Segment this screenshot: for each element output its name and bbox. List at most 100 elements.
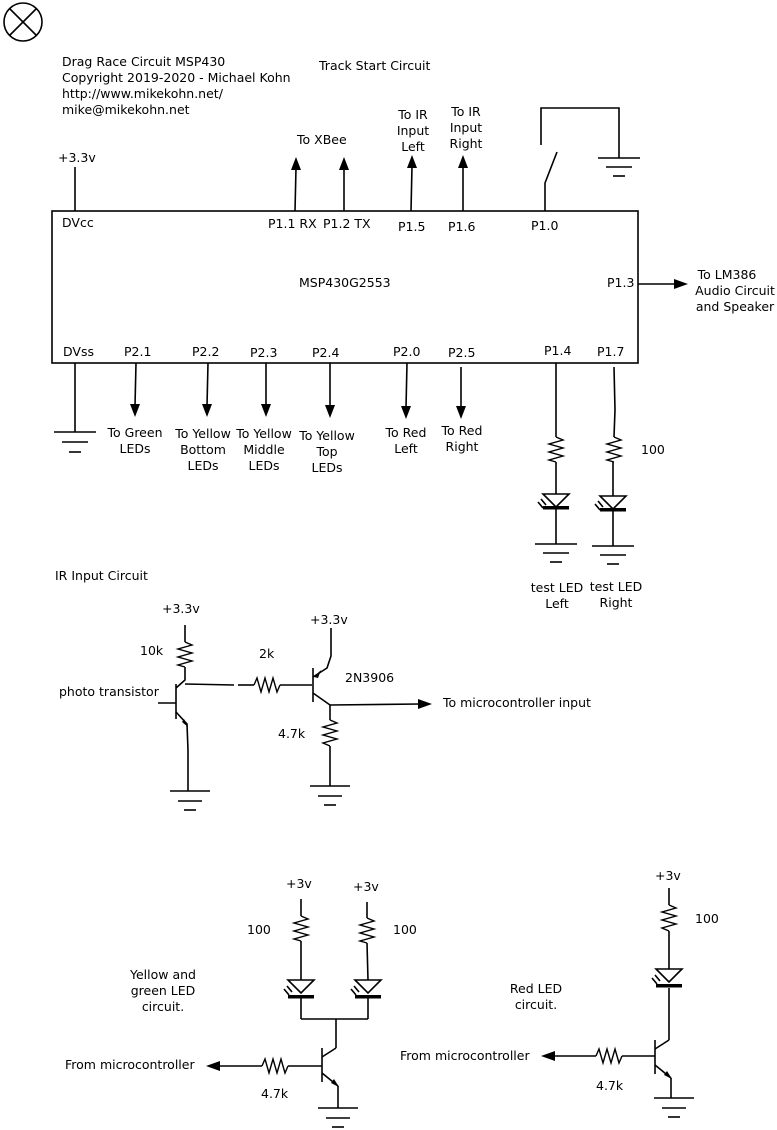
- pin-p14: P1.4: [544, 343, 571, 358]
- p23-arrow-icon: [261, 404, 271, 417]
- p25-arrow-icon: [456, 406, 466, 419]
- ir-input-circuit: [158, 625, 432, 811]
- pin-p12: P1.2 TX: [323, 216, 371, 231]
- yg-vcc-a-label: +3v: [286, 876, 312, 891]
- pin-p10: P1.0: [531, 218, 558, 233]
- pin-dvcc: DVcc: [62, 215, 94, 230]
- yellow-bottom-label-2: Bottom: [180, 442, 226, 457]
- test-right-label-2: Right: [600, 595, 633, 610]
- test-led-right-circuit: [592, 366, 634, 565]
- p15-arrow-icon: [407, 155, 417, 168]
- track-start-title: Track Start Circuit: [318, 58, 431, 73]
- test-right-label-1: test LED: [590, 579, 642, 594]
- ir-left-label-2: Input: [397, 123, 429, 138]
- header-line-1: Drag Race Circuit MSP430: [62, 54, 225, 69]
- red-vcc-label: +3v: [655, 868, 681, 883]
- photo-transistor-label: photo transistor: [59, 684, 160, 699]
- yg-res-a-label: 100: [247, 922, 271, 937]
- chip-name: MSP430G2553: [299, 275, 391, 290]
- ir-left-label-1: To IR: [397, 107, 428, 122]
- ir-left-label-3: Left: [401, 139, 425, 154]
- dvss-ground-icon: [54, 363, 96, 453]
- start-switch: [540, 107, 640, 211]
- p21-arrow-icon: [130, 404, 140, 417]
- pin-p21: P2.1: [124, 344, 151, 359]
- yellow-top-label-3: LEDs: [312, 460, 343, 475]
- p15-wire: [410, 165, 413, 212]
- test-resistor-label: 100: [641, 442, 665, 457]
- test-led-left-circuit: [535, 363, 577, 563]
- vcc-label: +3.3v: [58, 150, 96, 165]
- yg-from-mcu-label: From microcontroller: [65, 1057, 195, 1072]
- pin-p23: P2.3: [250, 345, 277, 360]
- yellow-top-label-1: To Yellow: [298, 428, 355, 443]
- transistor-label: 2N3906: [345, 670, 394, 685]
- pin-p17: P1.7: [597, 344, 624, 359]
- yellow-bottom-label-1: To Yellow: [174, 426, 231, 441]
- pin-p13: P1.3: [607, 275, 634, 290]
- p21-wire: [134, 362, 137, 407]
- yg-label-1: Yellow and: [129, 967, 196, 982]
- ir-vcc-b-label: +3.3v: [310, 612, 348, 627]
- ir-right-label-2: Input: [450, 120, 482, 135]
- p24-arrow-icon: [325, 405, 335, 418]
- red-label-1: Red LED: [510, 981, 562, 996]
- pin-p24: P2.4: [312, 345, 339, 360]
- lm386-label-3: and Speaker: [696, 299, 775, 314]
- ir-right-label-1: To IR: [450, 104, 481, 119]
- yellow-middle-label-1: To Yellow: [235, 426, 292, 441]
- yg-base-res-label: 4.7k: [261, 1086, 289, 1101]
- pin-p11: P1.1 RX: [268, 216, 317, 231]
- yellow-middle-label-3: LEDs: [249, 458, 280, 473]
- header-line-2: Copyright 2019-2020 - Michael Kohn: [62, 70, 291, 85]
- ir-4k7-label: 4.7k: [278, 726, 306, 741]
- red-label-2: circuit.: [515, 997, 557, 1012]
- yg-label-2: green LED: [131, 983, 196, 998]
- red-right-label-1: To Red: [441, 423, 483, 438]
- yg-label-3: circuit.: [142, 999, 184, 1014]
- ir-2k-label: 2k: [259, 646, 275, 661]
- red-res-label: 100: [695, 911, 719, 926]
- test-left-label-1: test LED: [531, 580, 583, 595]
- green-label-1: To Green: [107, 425, 163, 440]
- p11-wire: [294, 167, 297, 212]
- p12-arrow-icon: [339, 157, 349, 170]
- red-left-label-2: Left: [394, 441, 418, 456]
- pin-p25: P2.5: [448, 345, 475, 360]
- p13-arrow-icon: [674, 279, 688, 289]
- yg-vcc-b-label: +3v: [353, 879, 379, 894]
- red-base-res-label: 4.7k: [596, 1078, 624, 1093]
- pin-p20: P2.0: [393, 344, 420, 359]
- green-label-2: LEDs: [120, 441, 151, 456]
- header-line-3: http://www.mikekohn.net/: [62, 86, 224, 101]
- to-mcu-input-label: To microcontroller input: [442, 695, 591, 710]
- pin-p15: P1.5: [398, 219, 425, 234]
- to-xbee-label: To XBee: [296, 132, 347, 147]
- red-from-mcu-label: From microcontroller: [400, 1048, 530, 1063]
- lamp-icon: [3, 2, 43, 42]
- yellow-top-label-2: Top: [315, 444, 337, 459]
- ir-10k-label: 10k: [140, 643, 164, 658]
- yg-res-b-label: 100: [393, 922, 417, 937]
- p16-arrow-icon: [458, 155, 468, 168]
- red-left-label-1: To Red: [385, 425, 427, 440]
- p22-arrow-icon: [202, 404, 212, 417]
- pin-dvss: DVss: [63, 344, 94, 359]
- red-led-circuit: [541, 888, 694, 1118]
- yellow-middle-label-2: Middle: [243, 442, 285, 457]
- yellow-green-led-circuit: [206, 899, 383, 1128]
- red-right-label-2: Right: [446, 439, 479, 454]
- p20-arrow-icon: [401, 406, 411, 419]
- ir-vcc-a-label: +3.3v: [162, 601, 200, 616]
- p11-arrow-icon: [291, 157, 301, 170]
- p22-wire: [206, 362, 209, 407]
- pin-p22: P2.2: [192, 344, 219, 359]
- pin-p16: P1.6: [448, 219, 475, 234]
- ir-right-label-3: Right: [450, 136, 483, 151]
- p20-wire: [405, 362, 408, 409]
- lm386-label-1: To LM386: [697, 267, 757, 282]
- msp430-chip: [51, 210, 639, 364]
- lm386-label-2: Audio Circuit: [695, 283, 775, 298]
- header-line-4: mike@mikekohn.net: [62, 102, 190, 117]
